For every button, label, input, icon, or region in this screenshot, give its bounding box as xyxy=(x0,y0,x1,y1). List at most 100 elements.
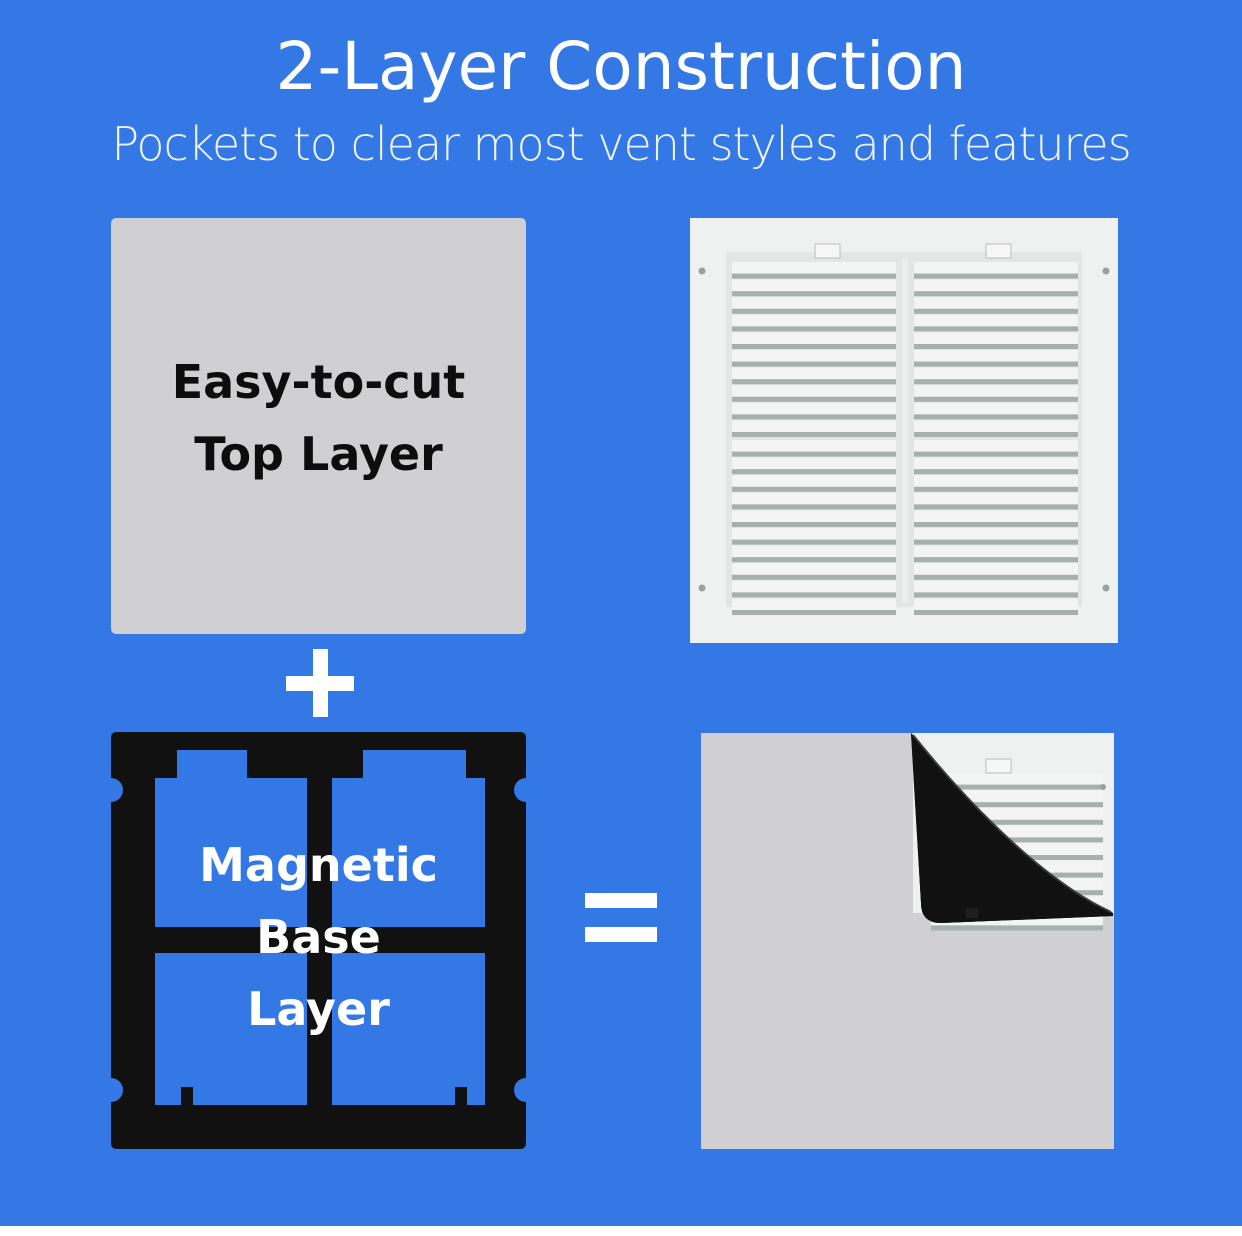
vent-slat xyxy=(914,367,1078,380)
top-layer-panel: Easy-to-cut Top Layer xyxy=(111,218,526,634)
vent-slat-shadow xyxy=(931,802,1103,808)
air-vent-photo xyxy=(690,218,1118,643)
finished-vent-cover-photo xyxy=(701,733,1114,1149)
base-layer-label-line2: Base xyxy=(256,910,381,964)
vent-slat-shadow xyxy=(914,326,1078,332)
vent-slat xyxy=(732,475,896,487)
plus-icon xyxy=(286,649,354,717)
vent-slat xyxy=(732,297,896,309)
vent-slat-shadow xyxy=(732,574,896,580)
vent-slat-shadow xyxy=(732,326,896,332)
vent-slat xyxy=(914,563,1078,575)
vent-slat xyxy=(732,279,896,292)
vent-slat-shadow xyxy=(914,273,1078,279)
vent-slat-shadow xyxy=(732,592,896,598)
vent-slat xyxy=(914,457,1078,470)
vent-slat-shadow xyxy=(931,837,1103,843)
vent-slat xyxy=(732,262,896,274)
vent-slat-shadow xyxy=(732,344,896,349)
vent-slat-shadow xyxy=(914,539,1078,545)
vent-slat-shadow xyxy=(914,361,1078,367)
base-layer-label-line1: Magnetic xyxy=(199,838,438,892)
vent-slats-left xyxy=(732,262,896,615)
vent-slat xyxy=(732,440,896,452)
vent-slat xyxy=(914,385,1078,397)
vent-slat xyxy=(914,598,1078,610)
vent-slat-shadow xyxy=(914,610,1078,615)
vent-slat-shadow xyxy=(914,522,1078,527)
vent-slat xyxy=(732,492,896,505)
vent-slat-shadow xyxy=(732,291,896,297)
vent-slat-shadow xyxy=(732,610,896,615)
vent-slat-shadow xyxy=(732,432,896,437)
vent-slat xyxy=(914,350,1078,362)
vent-slat-shadow xyxy=(914,414,1078,420)
page-title: 2-Layer Construction xyxy=(275,28,967,105)
vent-slat-shadow xyxy=(914,379,1078,385)
vent-slat xyxy=(914,440,1078,452)
vent-slat xyxy=(931,808,1103,820)
vent-slat-shadow xyxy=(914,504,1078,510)
vent-slat xyxy=(732,350,896,362)
vent-slat xyxy=(732,385,896,397)
magnetic-base-layer-panel: Magnetic Base Layer xyxy=(111,732,526,1149)
base-layer-label-line3: Layer xyxy=(247,982,390,1036)
vent-slat-shadow xyxy=(732,539,896,545)
vent-slat xyxy=(914,492,1078,505)
vent-slat-shadow xyxy=(931,925,1103,931)
top-layer-label-line2: Top Layer xyxy=(194,427,443,481)
vent-slat xyxy=(732,545,896,558)
vent-slat-shadow xyxy=(914,486,1078,492)
top-layer-label: Easy-to-cut Top Layer xyxy=(111,346,526,490)
vent-slat xyxy=(914,279,1078,292)
vent-slat-shadow xyxy=(931,784,1103,790)
vent-slat xyxy=(732,402,896,415)
vent-slat xyxy=(732,332,896,344)
vent-slat xyxy=(732,457,896,470)
vent-slat-shadow xyxy=(732,396,896,402)
vent-slat-shadow xyxy=(914,308,1078,314)
vent-slat-shadow xyxy=(732,379,896,385)
vent-slat-shadow xyxy=(914,592,1078,598)
vent-slat-shadow xyxy=(732,361,896,367)
vent-slat xyxy=(914,545,1078,558)
vent-slat-shadow xyxy=(732,486,896,492)
vent-slat-shadow xyxy=(914,451,1078,457)
vent-slat-shadow xyxy=(914,396,1078,402)
vent-slat-shadow xyxy=(914,291,1078,297)
vent-slat-shadow xyxy=(914,469,1078,475)
vent-slats-right xyxy=(914,262,1078,615)
vent-slat xyxy=(914,297,1078,309)
vent-slat xyxy=(732,563,896,575)
equals-icon xyxy=(585,893,657,942)
vent-slat-shadow xyxy=(732,522,896,527)
vent-slat xyxy=(914,420,1078,432)
vent-slat-shadow xyxy=(914,432,1078,437)
vent-slat-shadow xyxy=(914,574,1078,580)
vent-slat xyxy=(914,528,1078,540)
vent-slat xyxy=(732,314,896,327)
vent-slat xyxy=(931,790,1103,803)
vent-slat xyxy=(931,773,1103,785)
vent-slat xyxy=(732,528,896,540)
vent-slat xyxy=(732,580,896,593)
page-subtitle: Pockets to clear most vent styles and fe… xyxy=(111,117,1131,171)
top-layer-label-line1: Easy-to-cut xyxy=(171,355,466,409)
vent-slat-shadow xyxy=(732,414,896,420)
vent-slat xyxy=(914,475,1078,487)
vent-slat-shadow xyxy=(732,308,896,314)
base-layer-label: Magnetic Base Layer xyxy=(111,829,526,1045)
vent-slat-shadow xyxy=(732,504,896,510)
vent-slat xyxy=(914,262,1078,274)
magnetic-frame-graphic xyxy=(111,732,526,1149)
vent-slat xyxy=(732,420,896,432)
vent-slat-shadow xyxy=(914,344,1078,349)
vent-slat xyxy=(931,825,1103,838)
vent-slat xyxy=(732,367,896,380)
vent-slat-shadow xyxy=(914,557,1078,563)
vent-slat-shadow xyxy=(732,273,896,279)
vent-slat xyxy=(732,598,896,610)
vent-slat xyxy=(914,332,1078,344)
vent-slat-shadow xyxy=(732,451,896,457)
